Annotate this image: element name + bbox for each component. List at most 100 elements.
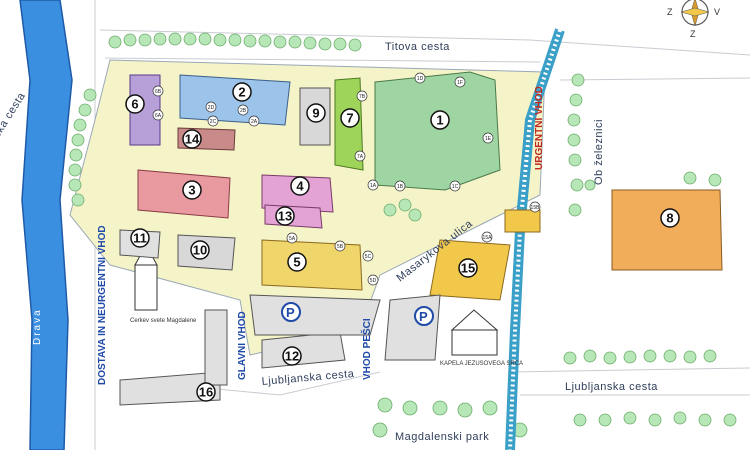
building-number-6: 6 — [131, 97, 138, 112]
sub-label-5a: 5A — [289, 236, 296, 242]
vhod-pesci-label: VHOD PEŠCI — [360, 318, 373, 380]
sub-label-2b: 2B — [240, 108, 247, 114]
chapel-label: KAPELA JEZUSOVEGA SRCA — [440, 361, 523, 367]
building-number-2: 2 — [238, 85, 245, 100]
urgentni-vhod-label: URGENTNI VHOD — [534, 86, 545, 170]
sub-badge-5c[interactable] — [362, 250, 374, 262]
sub-label-1a: 1A — [370, 183, 377, 189]
building-number-11: 11 — [133, 231, 147, 246]
building-number-8: 8 — [666, 211, 673, 226]
building-badge-9[interactable] — [306, 103, 326, 123]
sub-badge-1e[interactable] — [482, 132, 494, 144]
building-badge-13[interactable] — [275, 206, 295, 226]
ljubljanska-road-right — [509, 367, 750, 373]
sub-label-15a: 15A — [483, 235, 493, 241]
sub-badge-1d[interactable] — [414, 72, 426, 84]
building-badge-8[interactable] — [660, 208, 680, 228]
parking-icon-2-label: P — [419, 309, 428, 324]
building-number-14: 14 — [185, 132, 200, 147]
sub-label-6b: 6B — [155, 89, 162, 95]
sub-badge-1b[interactable] — [394, 180, 406, 192]
building-badge-5[interactable] — [287, 252, 307, 272]
sub-label-2d: 2D — [208, 105, 215, 111]
sub-badge-15a[interactable] — [481, 231, 493, 243]
building-badge-15[interactable] — [458, 258, 478, 278]
drava-river — [19, 0, 73, 450]
sub-badge-5a[interactable] — [286, 232, 298, 244]
sub-badge-1f[interactable] — [454, 76, 466, 88]
ljubljanska-right-label: Ljubljanska cesta — [565, 381, 658, 393]
church-label: Cerkev svete Magdalene — [130, 318, 197, 324]
sub-badge-2d[interactable] — [205, 101, 217, 113]
compass-east-label: V — [714, 7, 720, 17]
building-badge-4[interactable] — [290, 176, 310, 196]
sub-badge-1a[interactable] — [367, 179, 379, 191]
sub-badge-2a[interactable] — [248, 115, 260, 127]
building-number-16: 16 — [199, 385, 213, 400]
tree-row-top — [68, 32, 737, 438]
parking-icon-1-label: P — [286, 305, 295, 320]
sub-label-7a: 7A — [357, 154, 364, 160]
sub-badge-15b[interactable] — [529, 201, 541, 213]
ob-zeleznici-road — [559, 77, 750, 81]
building-2[interactable] — [179, 74, 291, 126]
parking-area-main — [249, 294, 381, 336]
building-5[interactable] — [261, 239, 363, 291]
building-badge-12[interactable] — [282, 346, 302, 366]
magdalenski-park-label: Magdalenski park — [395, 431, 489, 443]
glavni-vhod-label: GLAVNI VHOD — [237, 311, 248, 380]
building-number-9: 9 — [312, 106, 319, 121]
sub-badge-2c[interactable] — [207, 115, 219, 127]
compass-south-label: Z — [690, 29, 696, 39]
compass-icon: Z Z V — [667, 0, 720, 39]
sub-badge-5b[interactable] — [334, 240, 346, 252]
sub-label-7b: 7B — [359, 94, 366, 100]
building-badge-1[interactable] — [430, 110, 450, 130]
sub-badge-1c[interactable] — [449, 180, 461, 192]
building-8[interactable] — [611, 189, 723, 271]
sub-label-1f: 1F — [457, 80, 463, 86]
building-number-12: 12 — [285, 349, 299, 364]
sub-badge-7a[interactable] — [354, 150, 366, 162]
sub-label-15b: 15B — [531, 205, 541, 211]
titova-road-top — [99, 29, 750, 56]
sub-badge-6b[interactable] — [152, 85, 164, 97]
building-number-1: 1 — [436, 113, 443, 128]
titova-label: Titova cesta — [385, 41, 450, 53]
building-15b[interactable] — [504, 209, 541, 233]
building-badge-14[interactable] — [182, 129, 202, 149]
building-badge-7[interactable] — [340, 108, 360, 128]
sub-badge-6a[interactable] — [152, 109, 164, 121]
parking-icon-2[interactable]: P — [414, 306, 434, 326]
sub-label-1c: 1C — [452, 184, 459, 190]
sub-label-1b: 1B — [397, 184, 404, 190]
building-1[interactable] — [374, 71, 501, 191]
sub-badge-7b[interactable] — [356, 90, 368, 102]
parking-icon-1[interactable]: P — [281, 302, 301, 322]
sub-label-1e: 1E — [485, 136, 492, 142]
building-16-annex — [204, 309, 228, 386]
sub-label-5b: 5B — [337, 244, 344, 250]
building-badge-16[interactable] — [196, 382, 216, 402]
building-number-10: 10 — [193, 243, 207, 258]
building-number-13: 13 — [278, 209, 292, 224]
building-badge-10[interactable] — [190, 240, 210, 260]
building-badge-3[interactable] — [182, 180, 202, 200]
chapel — [450, 309, 499, 356]
sub-label-5d: 5D — [370, 278, 377, 284]
building-16[interactable] — [119, 371, 221, 406]
sub-badge-2b[interactable] — [237, 104, 249, 116]
sub-badge-5d[interactable] — [367, 274, 379, 286]
building-badge-11[interactable] — [130, 228, 150, 248]
sub-label-6a: 6A — [155, 113, 162, 119]
sub-label-5c: 5C — [365, 254, 372, 260]
sub-label-2c: 2C — [210, 119, 217, 125]
building-6[interactable] — [129, 74, 161, 146]
ob-zeleznici-label: Ob železnici — [593, 119, 605, 185]
building-number-4: 4 — [296, 179, 304, 194]
building-number-5: 5 — [293, 255, 300, 270]
building-badge-6[interactable] — [125, 94, 145, 114]
building-badge-2[interactable] — [232, 82, 252, 102]
